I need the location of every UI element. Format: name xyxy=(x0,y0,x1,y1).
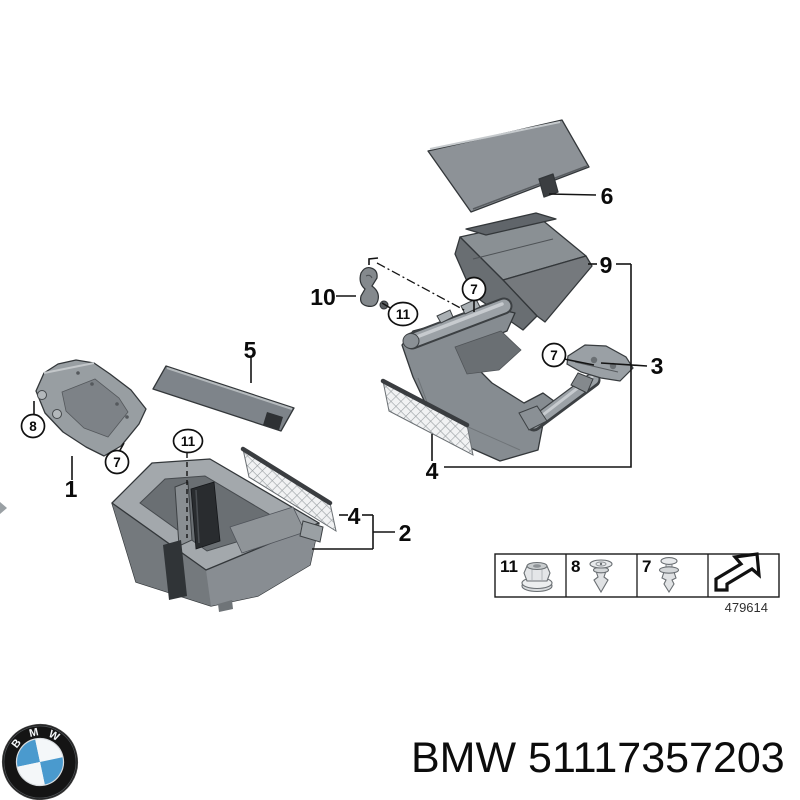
leader-lines xyxy=(33,193,648,550)
callout-10: 10 xyxy=(310,284,336,310)
svg-text:4: 4 xyxy=(348,503,361,529)
callout-4: 4 xyxy=(348,503,361,529)
svg-text:8: 8 xyxy=(29,419,37,434)
bolt-boss xyxy=(52,409,62,419)
parts-legend-box: 11 8 7 xyxy=(494,552,780,598)
part-5-cover-panel xyxy=(152,365,295,432)
push-rivet-icon xyxy=(658,557,680,594)
tray-divider xyxy=(174,481,193,547)
svg-text:10: 10 xyxy=(310,284,336,310)
bolt-boss xyxy=(37,390,47,400)
callout-layer: 6 9 10 5 3 1 4 4 2 7 7 7 8 11 11 xyxy=(20,183,664,546)
svg-text:4: 4 xyxy=(426,458,439,484)
part-2-storage-tray xyxy=(111,458,324,612)
legend-number: 7 xyxy=(642,557,651,576)
plastic-nut-icon xyxy=(521,561,553,593)
svg-text:11: 11 xyxy=(396,307,411,322)
callout-1: 1 xyxy=(65,476,78,502)
callout-11: 11 xyxy=(387,301,419,327)
legend-number: 11 xyxy=(500,557,518,576)
svg-text:7: 7 xyxy=(550,348,558,363)
callout-7: 7 xyxy=(461,276,487,302)
callout-5: 5 xyxy=(244,337,257,363)
direction-arrow-icon xyxy=(714,552,761,592)
svg-text:5: 5 xyxy=(244,337,257,363)
callout-2: 2 xyxy=(399,520,412,546)
legend-cell-11: 11 xyxy=(500,557,553,593)
diagram-number: 479614 xyxy=(725,600,768,615)
legend-cell-arrow xyxy=(714,552,761,592)
expanding-rivet-icon xyxy=(589,559,613,594)
part-number-text: BMW 51117357203 xyxy=(411,734,785,782)
svg-text:1: 1 xyxy=(65,476,78,502)
callout-9: 9 xyxy=(600,252,613,278)
edge-fragment xyxy=(0,502,7,514)
svg-text:11: 11 xyxy=(181,434,196,449)
callout-11: 11 xyxy=(172,428,204,454)
legend-cell-7: 7 xyxy=(642,557,680,594)
callout-8: 8 xyxy=(20,413,46,439)
svg-text:2: 2 xyxy=(399,520,412,546)
part-1-trim-bracket xyxy=(35,359,147,457)
svg-text:3: 3 xyxy=(651,353,664,379)
callout-7: 7 xyxy=(104,449,130,475)
callout-3: 3 xyxy=(651,353,664,379)
part-10-bracket xyxy=(359,266,389,310)
svg-text:9: 9 xyxy=(600,252,613,278)
callout-4: 4 xyxy=(426,458,439,484)
logo-letter-m: M xyxy=(28,726,39,740)
callout-6: 6 xyxy=(601,183,614,209)
callout-7: 7 xyxy=(541,342,567,368)
part-4-luggage-net-left xyxy=(240,446,337,533)
legend-number: 8 xyxy=(571,557,580,576)
bmw-roundel-logo: B M W xyxy=(2,724,78,800)
svg-text:7: 7 xyxy=(113,455,121,470)
svg-text:7: 7 xyxy=(470,282,478,297)
svg-text:6: 6 xyxy=(601,183,614,209)
part-4-luggage-net-right xyxy=(380,378,474,456)
legend-cell-8: 8 xyxy=(571,557,613,594)
part-9-tray-insert xyxy=(454,212,593,331)
part-6-cover-lid xyxy=(427,119,590,213)
rail-clip-mount xyxy=(460,298,481,315)
